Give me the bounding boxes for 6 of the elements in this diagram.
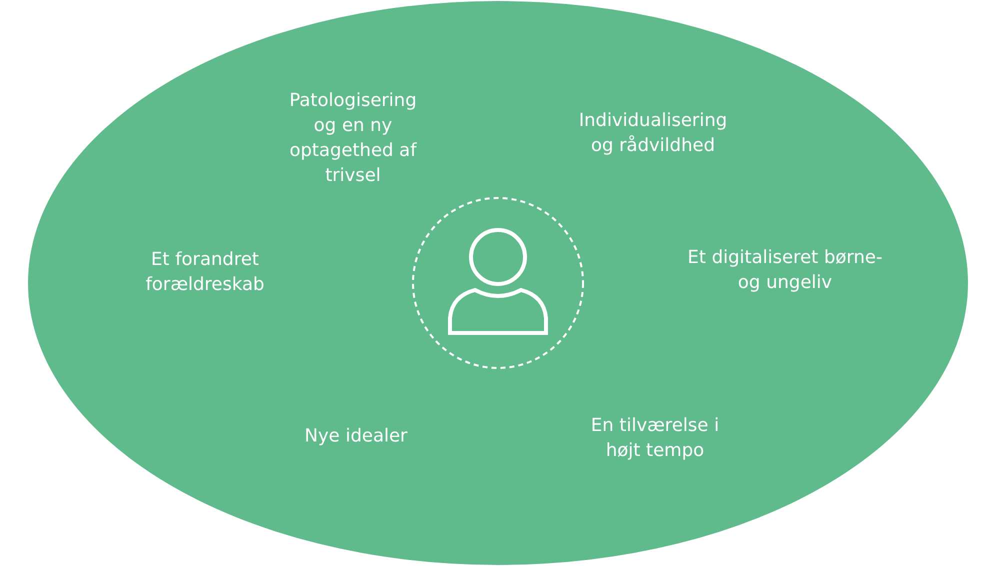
topic-text: Patologisering og en ny optagethed af trivsel <box>288 89 418 188</box>
topic-text: Nye idealer <box>304 424 408 448</box>
topic-text: Et digitaliseret børne- og ungeliv <box>686 246 884 295</box>
topic-text: Et forandret forældreskab <box>144 248 266 297</box>
topic-text: En tilværelse i højt tempo <box>590 414 720 463</box>
topic-text: Individualisering og rådvildhed <box>578 109 728 158</box>
